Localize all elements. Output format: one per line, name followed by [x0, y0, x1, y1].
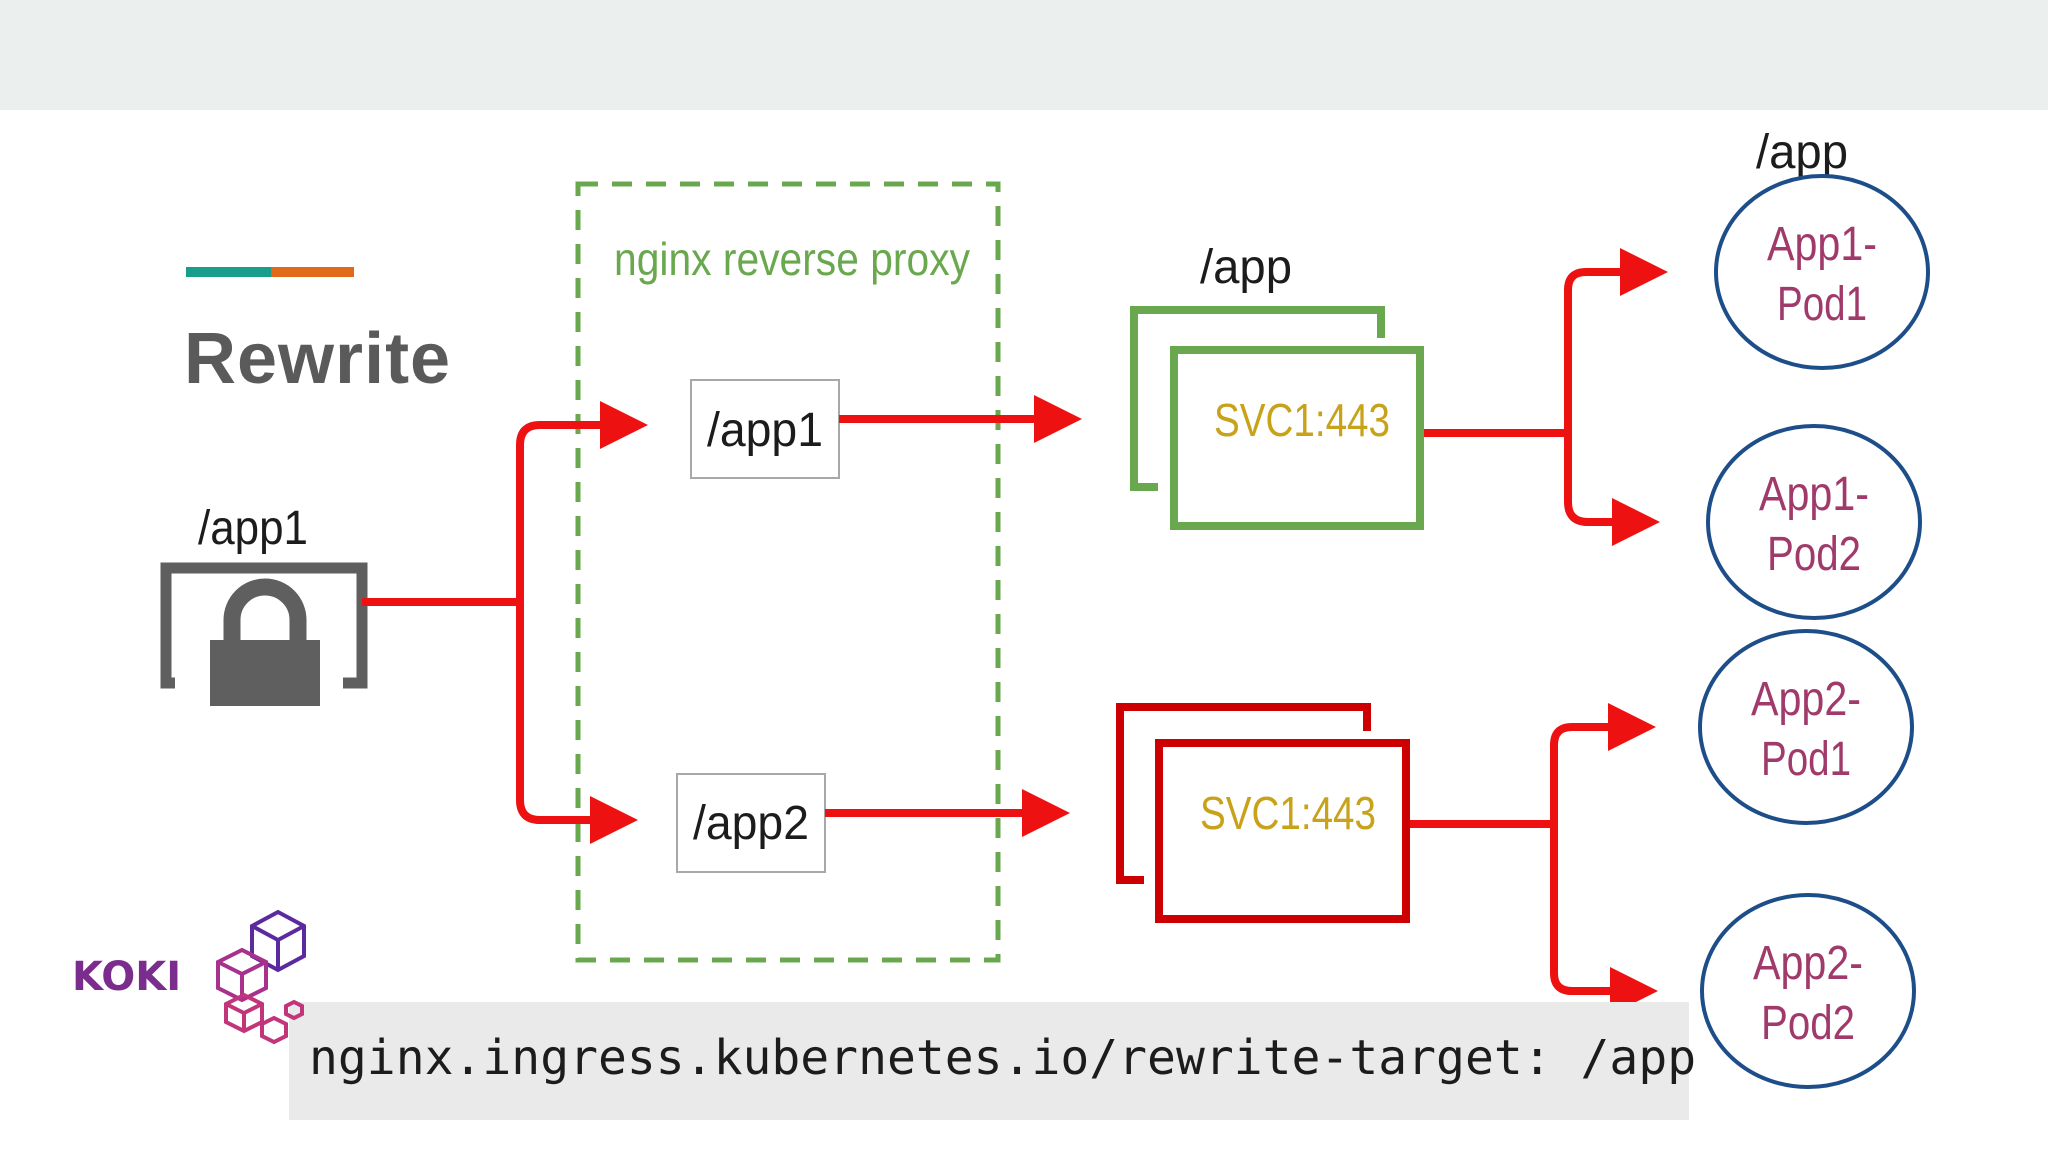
pod-label-line1: App2-: [1753, 937, 1863, 990]
route-label-app2: /app2: [693, 797, 809, 850]
svc1-to-app1-pod2-arrow: [1564, 433, 1660, 546]
svc2-box: [1155, 739, 1410, 923]
koki-logo: KOKI: [72, 900, 312, 1050]
header-band: [0, 0, 2048, 110]
client-path-label: /app1: [198, 502, 308, 555]
cubes-icon: [216, 909, 306, 1045]
pod-label-line2: Pod1: [1777, 278, 1867, 331]
svc1-label: SVC1:443: [1214, 394, 1390, 446]
lock-icon: [160, 562, 368, 706]
logo-text: KOKI: [72, 954, 182, 1000]
route-arrow-app2: [516, 602, 638, 844]
pod-label-line2: Pod1: [1761, 733, 1851, 786]
route-box-app2: [676, 773, 826, 873]
pod-label-line2: Pod2: [1761, 997, 1855, 1050]
route-label-app1: /app1: [707, 404, 823, 457]
proxy-boundary: [575, 181, 1001, 963]
pod-path-label: /app: [1756, 126, 1848, 179]
pod-app1-pod2: App1- Pod2: [1706, 424, 1922, 620]
svc2-to-app2-pod2-arrow: [1550, 824, 1658, 1015]
pod-label-line2: Pod2: [1767, 528, 1861, 581]
route-arrow-app1: [516, 401, 648, 602]
accent-bar-orange: [271, 267, 354, 277]
annotation-code: nginx.ingress.kubernetes.io/rewrite-targ…: [309, 1030, 1697, 1086]
svc2-to-app2-pod1-arrow: [1550, 703, 1656, 824]
pod-app2-pod1: App2- Pod1: [1698, 629, 1914, 825]
svc1-path-label: /app: [1200, 241, 1292, 294]
slide-title: Rewrite: [184, 319, 452, 399]
pod-label-line1: App2-: [1751, 673, 1861, 726]
svc2-label: SVC1:443: [1200, 787, 1376, 839]
pod-label-line1: App1-: [1759, 468, 1869, 521]
svc2-back-frame: [1116, 703, 1371, 884]
pod-app2-pod2: App2- Pod2: [1700, 893, 1916, 1089]
pod-app1-pod1: App1- Pod1: [1714, 174, 1930, 370]
pod-label-line1: App1-: [1767, 218, 1877, 271]
accent-bar-teal: [186, 267, 271, 277]
svc1-back-frame: [1130, 306, 1385, 491]
annotation-code-bar: nginx.ingress.kubernetes.io/rewrite-targ…: [289, 1002, 1696, 1120]
svc1-to-app1-pod1-arrow: [1564, 248, 1668, 433]
svc1-box: [1170, 346, 1424, 530]
proxy-label: nginx reverse proxy: [614, 233, 970, 285]
route-box-app1: [690, 379, 840, 479]
